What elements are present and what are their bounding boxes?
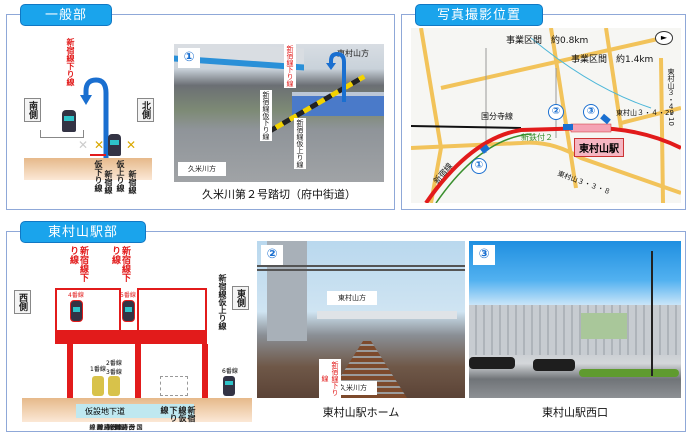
red-arrow-icon (90, 154, 106, 156)
elevated-deck (55, 330, 207, 344)
photo-2-caption: 東村山駅ホーム (322, 406, 400, 419)
pier (202, 344, 208, 422)
temp-down-line-label: 新宿線仮下り線 (160, 406, 196, 422)
station-label: 東村山駅 (574, 138, 624, 157)
elevated-platform-roof-left (55, 288, 121, 330)
underpass-label: 仮設地下道 (85, 407, 125, 416)
station-building (469, 305, 681, 355)
crossing-signal-icon: ✕ (94, 138, 105, 152)
train-icon (108, 376, 120, 396)
train-icon (92, 376, 104, 396)
shinjuku-line-label-2: 新宿線 (128, 170, 137, 194)
train-icon (62, 110, 76, 132)
kokubunji-line-label: 国分寺線 (96, 424, 124, 430)
crossing-signal-icon: ✕ (78, 138, 89, 152)
section-0-8km-label: 事業区間 約0.8km (506, 36, 589, 46)
underpass (76, 404, 194, 418)
down-line-sign: 新宿線下り線 (284, 44, 296, 88)
train-icon (122, 300, 135, 322)
seibuen-line-label-2: 西武園線 (106, 424, 134, 430)
marker-3: ③ (583, 104, 599, 120)
temp-down-line-sign: 新宿線仮下り線 (260, 90, 272, 141)
shinjuku-down-line-label: 新宿線下り線 (66, 38, 75, 86)
crossing-signal-icon: ✕ (126, 138, 137, 152)
west-side-label: 西側 (14, 290, 31, 314)
section-1-4km-label: 事業区間 約1.4km (571, 55, 654, 65)
down-line-label-1: 新宿線下り線 (68, 246, 88, 282)
ground (24, 158, 152, 180)
map-roads (411, 28, 681, 203)
compass-north-icon: ► (655, 31, 673, 45)
relocation-arrow-icon (326, 51, 346, 102)
track-5-label: 5番線 (120, 292, 136, 299)
shinjuku-line-label: 新宿線 (104, 170, 113, 194)
east-side-label: 東側 (232, 286, 249, 310)
track-2-3-label: 2番線3番線 (106, 360, 122, 376)
kumegawa-direction-label: 久米川方 (329, 381, 377, 395)
track-6-label: 6番線 (222, 368, 238, 375)
kokubunji-line-label-2: 国分寺線 (114, 424, 142, 430)
photo-1-caption: 久米川第２号踏切（府中街道） (202, 188, 356, 201)
photo-location-tab: 写真撮影位置 (415, 4, 543, 26)
photo-1-kumegawa-crossing: ① 東村山方 久米川方 新宿線仮下り線 新宿線仮上り線 新宿線下り線 (174, 44, 384, 182)
photo-number-badge: ② (261, 245, 283, 265)
photo-2-station-platform: ② 東村山方 久米川方 新宿線下り線 (257, 241, 465, 398)
road-3-4-29-label: 東村山３・４・29 (616, 109, 674, 117)
elevated-deck (40, 130, 84, 138)
marker-2: ② (548, 104, 564, 120)
station-cross-section-diagram: 新宿線下り線 新宿線下り線 西側 東側 新宿線仮上り線 4番線 5番線 仮設地下… (10, 246, 252, 430)
temp-up-line-sign: 新宿線仮上り線 (294, 118, 306, 169)
photo-number-badge: ③ (473, 245, 495, 265)
general-section-tab: 一般部 (20, 4, 112, 26)
down-line-sign: 新宿線下り線 (319, 359, 341, 398)
track-4-label: 4番線 (68, 292, 84, 299)
general-cross-section-diagram: 新宿線下り線 南側 北側 ✕ ✕ ✕ 仮下り線 新宿線 仮上り線 新宿線 (10, 30, 160, 205)
shrubs (579, 369, 679, 377)
train-icon (108, 134, 121, 156)
train-icon (70, 300, 83, 322)
relocation-arrow-icon (80, 77, 109, 160)
pier (135, 344, 141, 422)
temp-up-line-label: 新宿線仮上り線 (218, 274, 227, 330)
kumegawa-direction-label: 久米川方 (178, 162, 226, 176)
location-map: 事業区間 約0.8km 事業区間 約1.4km ► 国分寺線 新鉄付２ 新宿線 … (411, 28, 681, 203)
marker-1: ① (471, 158, 487, 174)
photo-3-caption: 東村山駅西口 (542, 406, 608, 419)
north-side-label: 北側 (137, 98, 154, 122)
temp-down-line-label: 仮下り線 (94, 160, 103, 192)
elevated-platform-roof-right (137, 288, 207, 330)
photo-number-badge: ① (178, 48, 200, 68)
temp-up-line-label: 仮上り線 (116, 160, 125, 192)
road-3-4-10-label: 東村山３・４・10 (667, 68, 675, 126)
train-icon (223, 376, 235, 396)
seibuen-line-label: 西武園線 (88, 424, 116, 430)
down-line-label-2: 新宿線下り線 (110, 246, 130, 282)
platform-roof (317, 311, 457, 319)
track-1-label: 1番線 (90, 366, 106, 373)
overhead-gantry (257, 265, 465, 271)
street-lamp (651, 251, 653, 376)
kokubunji-line-label: 国分寺線 (481, 112, 513, 121)
south-side-label: 南側 (24, 98, 41, 122)
photo-3-station-west-exit: ③ (469, 241, 681, 398)
higashimurayama-direction-label: 東村山方 (337, 49, 369, 58)
camera-direction-arrow-icon (563, 124, 573, 130)
taxi (469, 357, 515, 369)
taxi (533, 359, 575, 371)
temp-train-outline (160, 376, 188, 396)
shintetsu-2-label: 新鉄付２ (521, 133, 553, 142)
pier (67, 344, 73, 422)
higashimurayama-direction-label: 東村山方 (327, 291, 377, 305)
station-section-tab: 東村山駅部 (20, 221, 146, 243)
green-panel (581, 313, 627, 339)
